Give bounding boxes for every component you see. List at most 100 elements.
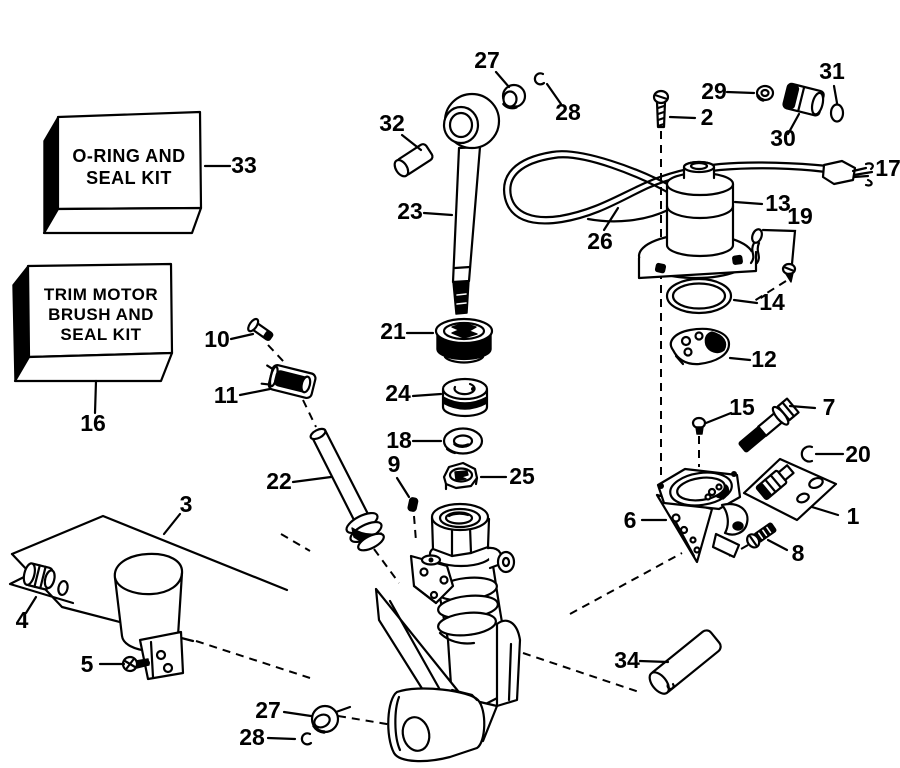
callout-leader-12 [728,356,752,362]
callout-14: 14 [759,289,785,315]
clip-part-19 [749,228,763,265]
pin-part-32 [393,143,434,178]
callout-leader-2 [668,115,697,120]
bushing-part-27-bottom [310,704,352,734]
valve-part-10 [247,317,274,341]
spool-part-24 [441,377,489,418]
bushing-part-27-top [501,83,527,110]
reservoir-motor-cap [113,552,185,681]
callout-13: 13 [765,190,791,216]
trim-motor-kit-box: TRIM MOTOR BRUSH AND SEAL KIT [12,262,174,383]
callout-leader-19 [761,228,797,266]
callout-leader-10 [229,332,255,341]
callout-6: 6 [624,507,637,533]
callout-28: 28 [555,99,581,125]
callout-leader-24 [411,392,443,398]
callout-22: 22 [266,468,292,494]
bushing-part-4 [8,562,75,605]
o-ring-seal-kit-box: O-RING AND SEAL KIT [42,110,203,235]
kit-box-text: BRUSH AND [48,305,154,324]
trim-motor-cable-part-26 [503,150,830,225]
callout-leader-7 [788,404,817,410]
ring-part-29 [755,84,775,102]
callout-leader-30 [786,112,801,136]
shaft-pin-part-34 [648,629,722,695]
cap-part-21 [434,317,494,364]
callout-21: 21 [380,318,406,344]
callout-9: 9 [388,451,401,477]
callout-16: 16 [80,410,106,436]
screw-part-19 [781,262,797,283]
callout-18: 18 [386,427,412,453]
callout-leader-28 [545,82,563,106]
valve-plate-part-1 [742,457,838,522]
trim-motor-part-13 [665,160,735,258]
shock-tube-part-22 [309,427,385,552]
callout-29: 29 [701,78,727,104]
callout-26: 26 [587,228,613,254]
callout-leader-27 [494,70,511,89]
callout-33: 33 [231,152,257,178]
callout-leader-4 [24,595,38,615]
callout-leader-29 [725,90,756,95]
callout-4: 4 [16,607,29,633]
callout-19: 19 [787,203,813,229]
o-ring-part-14 [665,277,733,315]
callout-27: 27 [255,697,281,723]
callout-leader-15 [704,411,733,425]
cup-part-11 [260,364,317,400]
callout-11: 11 [214,382,239,408]
callout-27: 27 [474,47,500,73]
plunger-part-30 [782,82,825,117]
callout-leader-13 [733,200,764,206]
callout-leader-11 [238,387,272,397]
pin-part-9 [407,497,419,512]
tilt-shaft-part-23 [442,92,501,315]
callout-32: 32 [379,110,405,136]
manifold-part-6 [655,467,749,564]
kit-box-text: O-RING AND [72,146,185,166]
callout-3: 3 [180,491,193,517]
callout-28: 28 [239,724,265,750]
nut-part-25 [442,461,479,491]
cable-connector-part-17 [821,159,874,187]
kit-box-text: TRIM MOTOR [44,285,158,304]
callout-leader-34 [638,659,670,664]
plug-part-15 [691,416,707,435]
callout-34: 34 [614,647,640,673]
c-clip-part-20 [800,445,814,463]
screw-part-2 [652,89,670,129]
callout-leader-23 [422,211,454,217]
callout-23: 23 [397,198,423,224]
callout-leader-8 [766,538,789,552]
pump-cover-part-12 [669,327,731,366]
callout-leader-31 [832,84,839,105]
kit-box-text: SEAL KIT [60,325,141,344]
callout-leader-28 [266,736,297,741]
callout-1: 1 [847,503,860,529]
callout-25: 25 [509,463,535,489]
washer-part-18 [442,427,484,455]
main-housing-body [374,502,522,763]
callout-leader-3 [162,512,182,536]
callout-leader-27 [282,710,313,718]
callout-leader-1 [810,505,840,517]
screw-part-8 [746,522,777,549]
callout-30: 30 [770,125,796,151]
callout-leader-9 [395,476,411,499]
callout-leader-16 [93,379,98,415]
callout-8: 8 [792,540,805,566]
c-clip-part-28-bottom [300,732,313,746]
bolt-part-7 [738,397,800,453]
callout-31: 31 [819,58,845,84]
o-ring-part-31 [829,103,845,123]
callout-leader-17 [852,170,874,177]
callout-layer: 2728322322930311713192614123316101121241… [16,47,900,750]
callout-24: 24 [385,380,411,406]
callout-20: 20 [845,441,871,467]
screw-part-5 [121,655,150,673]
callout-10: 10 [204,326,230,352]
callout-12: 12 [751,346,777,372]
